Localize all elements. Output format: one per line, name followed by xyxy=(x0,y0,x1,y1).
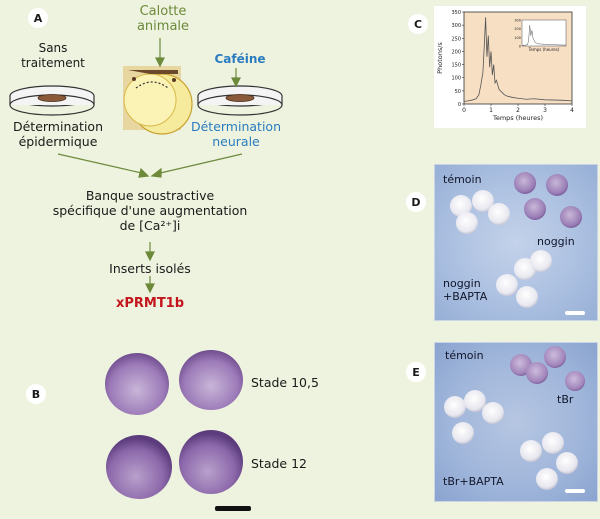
y-tick-label: 150 xyxy=(451,63,461,69)
inset-series-line xyxy=(521,25,567,46)
embryo-d xyxy=(472,190,494,212)
embryo-d xyxy=(560,206,582,228)
y-tick-label: 100 xyxy=(451,76,461,82)
embryo-2 xyxy=(179,350,243,410)
embryo-d xyxy=(450,195,472,217)
scale-bar-d xyxy=(565,311,585,315)
embryo-d xyxy=(456,212,478,234)
embryo-e xyxy=(444,396,466,418)
series-line xyxy=(463,17,573,102)
panel-label-b: B xyxy=(26,384,46,404)
embryo-d xyxy=(546,174,568,196)
embryo-1 xyxy=(105,353,169,415)
inserts-isoles: Inserts isolés xyxy=(109,261,191,276)
tbr-label: tBr xyxy=(557,393,574,406)
stade-10-5-label: Stade 10,5 xyxy=(251,375,319,390)
determination-epidermique: Détermination épidermique xyxy=(12,119,103,149)
embryo-e xyxy=(556,452,578,474)
scale-bar-e xyxy=(565,489,585,493)
embryo-d xyxy=(530,250,552,272)
flow-arrows-bottom xyxy=(145,242,155,294)
embryo-e xyxy=(536,468,558,490)
scale-bar-b xyxy=(215,506,251,511)
photo-panel-d: témoin noggin noggin +BAPTA xyxy=(434,164,598,321)
x-tick-label: 1 xyxy=(489,107,493,114)
inset-area xyxy=(521,19,567,47)
noggin-bapta-label: noggin +BAPTA xyxy=(443,277,488,303)
tbr-bapta-label: tBr+BAPTA xyxy=(443,475,504,488)
embryo-e xyxy=(520,440,542,462)
flow-arrows xyxy=(57,38,243,178)
y-tick-label: 350 xyxy=(451,10,461,16)
panel-a-illustration xyxy=(9,38,283,178)
y-axis-label: Photons/s xyxy=(436,42,444,74)
determination-neurale: Détermination neurale xyxy=(190,119,281,149)
sans-traitement-label: Sans traitement xyxy=(21,41,85,70)
panel-label-c: C xyxy=(408,14,428,34)
cafeine-label: Caféine xyxy=(214,52,266,66)
embryo-e xyxy=(464,390,486,412)
petri-dish-right xyxy=(197,85,283,116)
embryo-e xyxy=(565,371,585,391)
embryo-4 xyxy=(179,430,243,494)
embryo-d xyxy=(516,286,538,308)
embryo-d xyxy=(496,274,518,296)
x-tick-label: 4 xyxy=(570,107,574,114)
petri-dish-left xyxy=(9,85,95,116)
embryo-3 xyxy=(106,435,172,499)
embryo-d xyxy=(524,198,546,220)
y-tick-label: 300 xyxy=(451,23,461,29)
embryo-e xyxy=(452,422,474,444)
temoin-label-d: témoin xyxy=(443,173,482,186)
panel-label-a: A xyxy=(28,8,48,28)
gene-name: xPRMT1b xyxy=(115,296,185,311)
x-tick-label: 2 xyxy=(516,107,520,114)
x-tick-label: 3 xyxy=(543,107,547,114)
embryo-e xyxy=(482,402,504,424)
calotte-photo xyxy=(123,66,193,135)
y-tick-label: 250 xyxy=(451,36,461,42)
inset-y-tick-label: 100 xyxy=(514,36,521,40)
noggin-label: noggin xyxy=(537,235,575,248)
inset-y-tick-label: 0 xyxy=(519,45,521,49)
embryo-d xyxy=(514,172,536,194)
banque-soustractive: Banque soustractive spécifique d'une aug… xyxy=(52,188,248,233)
embryo-stage-photos xyxy=(105,350,243,499)
calotte-animale-label: Calotte animale xyxy=(136,4,190,34)
y-tick-label: 50 xyxy=(455,89,461,95)
embryo-e xyxy=(526,362,548,384)
embryo-e xyxy=(544,346,566,368)
panel-label-d: D xyxy=(406,192,426,212)
embryo-d xyxy=(488,203,510,225)
x-axis-label: Temps (heures) xyxy=(492,114,543,122)
panel-label-e: E xyxy=(406,362,426,382)
inset-y-tick-label: 200 xyxy=(514,27,521,31)
x-tick-label: 0 xyxy=(462,107,466,114)
inset-y-tick-label: 300 xyxy=(514,19,521,23)
photo-panel-e: témoin tBr tBr+BAPTA xyxy=(434,342,598,502)
y-tick-label: 0 xyxy=(458,102,461,108)
inset-x-axis-label: Temps (heures) xyxy=(528,47,560,52)
temoin-label-e: témoin xyxy=(445,349,484,362)
stade-12-label: Stade 12 xyxy=(251,456,307,471)
y-tick-label: 200 xyxy=(451,49,461,55)
embryo-e xyxy=(542,432,564,454)
